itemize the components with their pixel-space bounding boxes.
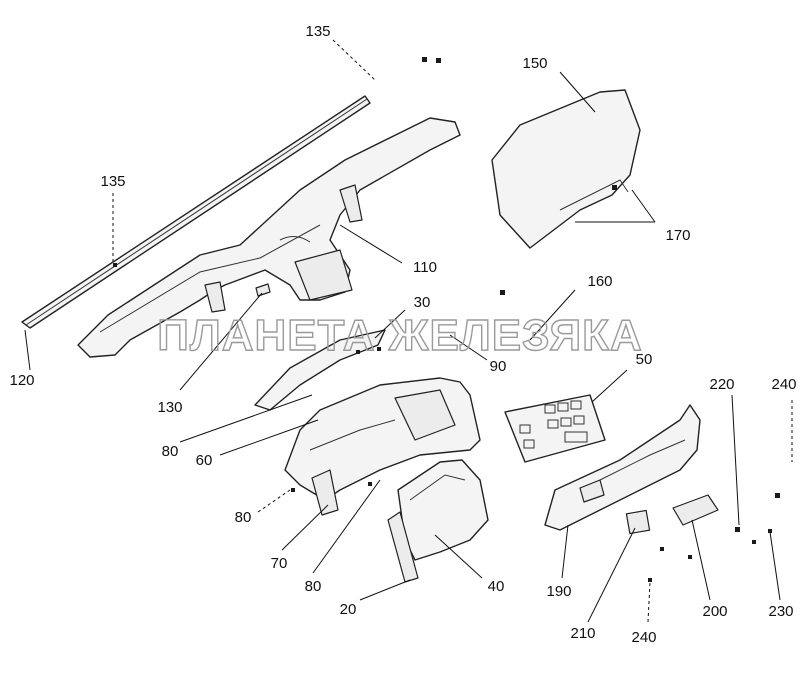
callout-80: 80	[162, 443, 179, 460]
callout-20: 20	[340, 601, 357, 618]
fasteners	[113, 57, 780, 582]
callout-190: 190	[546, 583, 571, 600]
callout-240: 240	[771, 376, 796, 393]
part-40-lower-panel	[397, 459, 489, 561]
part-30-cover-strip	[254, 329, 386, 411]
callout-labels: 135 135 150 170 110 160 30 90 120 130 50…	[9, 23, 796, 646]
callout-130: 130	[157, 399, 182, 416]
leader-lines	[24, 39, 793, 623]
part-70-lower-bracket	[311, 469, 339, 516]
callout-135: 135	[305, 23, 330, 40]
callout-80: 80	[305, 578, 322, 595]
part-120-trim-strip	[21, 95, 371, 329]
callout-90: 90	[490, 358, 507, 375]
callout-60: 60	[196, 452, 213, 469]
callout-170: 170	[665, 227, 690, 244]
callout-110: 110	[413, 259, 437, 276]
callout-80: 80	[235, 509, 252, 526]
part-150-glovebox-lid	[491, 89, 641, 249]
callout-150: 150	[522, 55, 547, 72]
callout-50: 50	[636, 351, 653, 368]
part-20-side-trim	[387, 511, 419, 583]
callout-120: 120	[9, 372, 34, 389]
part-130-clip	[255, 283, 271, 297]
callout-230: 230	[768, 603, 793, 620]
callout-210: 210	[570, 625, 595, 642]
part-110-upper-dash-panel	[77, 117, 461, 358]
part-50-switch-panel	[504, 394, 606, 463]
watermark-text: ПЛАНЕТА ЖЕЛЕЗЯКА	[157, 311, 643, 360]
callout-160: 160	[587, 273, 612, 290]
callout-135: 135	[100, 173, 125, 190]
part-200-box	[672, 494, 719, 526]
callout-200: 200	[702, 603, 727, 620]
callout-70: 70	[271, 555, 288, 572]
callout-220: 220	[709, 376, 734, 393]
part-210-square-cover	[625, 509, 651, 535]
part-190-right-lower-panel	[544, 404, 701, 531]
callout-30: 30	[414, 294, 431, 311]
part-60-instrument-carrier	[284, 377, 481, 501]
callout-240: 240	[631, 629, 656, 646]
callout-40: 40	[488, 578, 505, 595]
